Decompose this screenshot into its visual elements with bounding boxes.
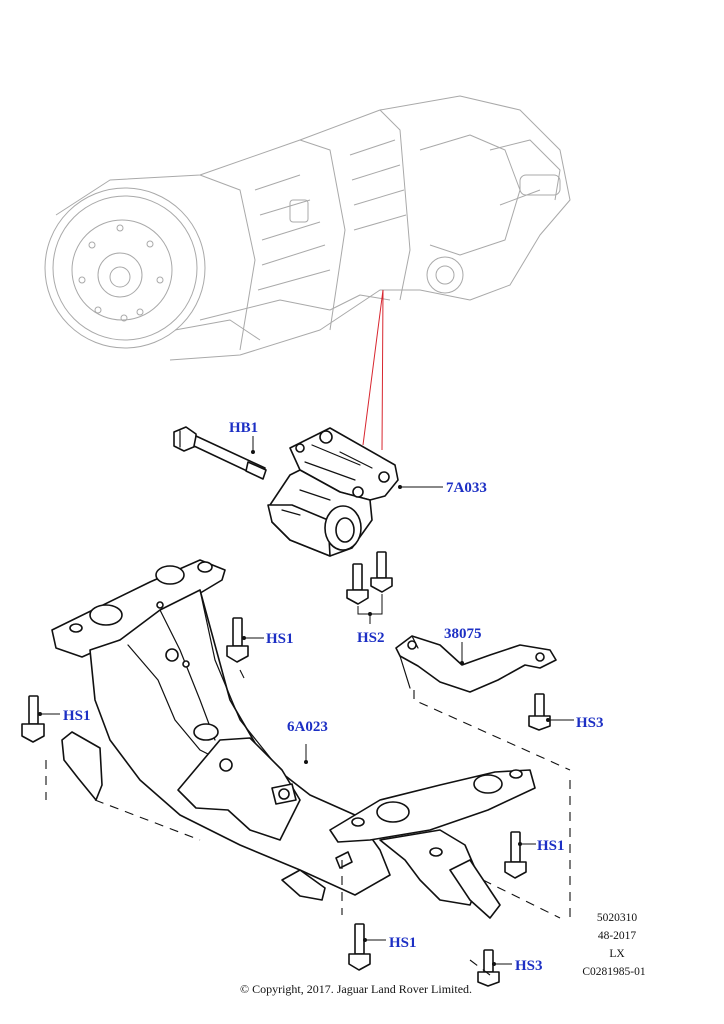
label-hb1: HB1 [229,420,258,436]
hs1-bolt-right [504,831,536,879]
label-hs1-right: HS1 [537,838,565,854]
hs1-bolt-left [21,695,60,743]
label-hs3-right: HS3 [576,715,604,731]
alignment-lines [45,669,571,976]
reference-block: 5020310 48-2017 LX C0281985-01 [582,912,646,978]
hs3-bolt-right [528,693,574,731]
label-6a023: 6A023 [287,719,328,735]
ref-line-1: 5020310 [597,912,638,924]
label-hs1-upper: HS1 [266,631,294,647]
copyright-notice: © Copyright, 2017. Jaguar Land Rover Lim… [240,982,472,996]
hs1-bolt-bottom [348,923,386,971]
hs2-bolts [346,551,393,624]
ref-line-4: C0281985-01 [582,966,646,978]
label-7a033: 7A033 [446,480,487,496]
transmission-illustration [44,95,571,361]
ref-line-2: 48-2017 [598,930,637,942]
label-38075: 38075 [444,626,482,642]
mounting-bracket [395,635,557,693]
label-hs2: HS2 [357,630,385,646]
ref-line-3: LX [609,948,625,960]
hs1-bolt-upper [226,617,264,663]
hb1-bolt [173,426,267,480]
transmission-mount [267,427,399,557]
crossmember [51,559,536,919]
label-hs1-left: HS1 [63,708,91,724]
hs3-bolt-bottom [477,949,512,987]
label-hs3-bottom: HS3 [515,958,543,974]
label-hs1-bottom: HS1 [389,935,417,951]
